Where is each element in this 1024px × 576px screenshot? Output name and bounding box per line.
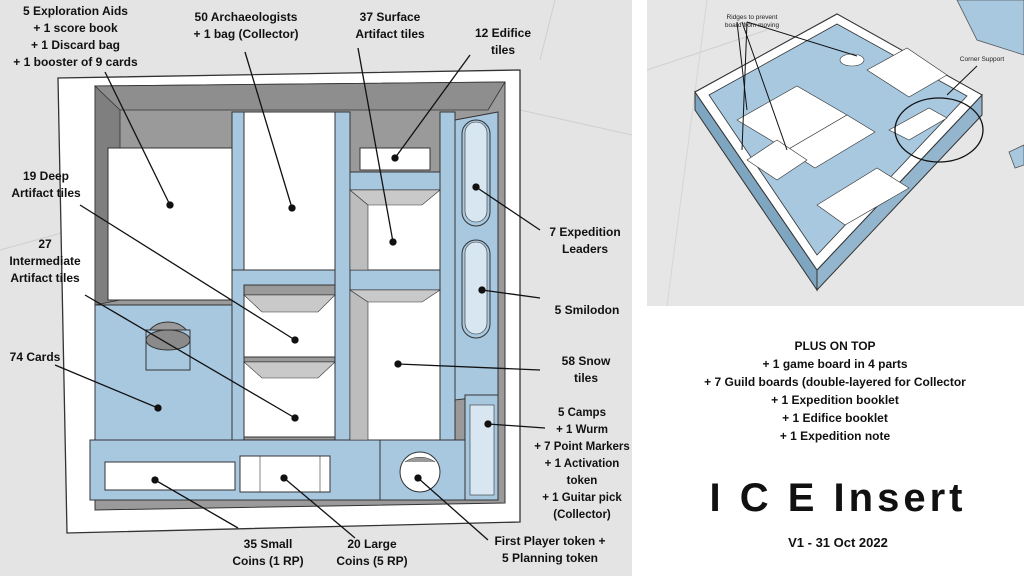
exploration-compartment: [107, 147, 233, 301]
plus-item: + 1 Expedition note: [779, 429, 891, 443]
label-expedition-leaders: 7 Expedition Leaders: [549, 225, 621, 256]
label-snow: 58 Snow tiles: [561, 354, 611, 385]
inset-ridges-note: Ridges to prevent board from moving: [724, 14, 780, 29]
label-edifice: 12 Edifice tiles: [474, 26, 532, 57]
label-intermediate: 27 Intermediate Artifact tiles: [9, 237, 81, 285]
label-exploration: 5 Exploration Aids + 1 score book + 1 Di…: [13, 4, 138, 69]
inset-3d-model: [647, 0, 1024, 306]
label-cards: 74 Cards: [9, 350, 61, 364]
inset-corner-note: Corner Support: [959, 56, 1005, 63]
label-surface: 37 Surface Artifact tiles: [355, 10, 425, 41]
plus-item: + 1 Expedition booklet: [771, 393, 899, 407]
label-deep: 19 Deep Artifact tiles: [11, 169, 81, 200]
label-archaeologists: 50 Archaeologists + 1 bag (Collector): [193, 10, 299, 41]
plus-item: + 1 Edifice booklet: [782, 411, 888, 425]
version-label: V1 - 31 Oct 2022: [788, 535, 888, 550]
label-camps: 5 Camps + 1 Wurm + 7 Point Markers + 1 A…: [534, 407, 630, 521]
label-smilodon: 5 Smilodon: [554, 303, 620, 317]
plus-heading: PLUS ON TOP: [794, 339, 876, 353]
plus-on-top-list: PLUS ON TOP + 1 game board in 4 parts + …: [670, 337, 1000, 445]
plus-item: + 7 Guild boards (double-layered for Col…: [704, 375, 966, 389]
insert-diagram-panel: 5 Exploration Aids + 1 score book + 1 Di…: [0, 0, 632, 576]
inset-perspective-view: Ridges to prevent board from moving Corn…: [647, 0, 1024, 306]
plus-item: + 1 game board in 4 parts: [762, 357, 908, 371]
pointer-lines: [54, 47, 546, 541]
insert-top-view: [0, 0, 632, 541]
page-title: I C E Insert: [709, 476, 967, 520]
label-first-player: First Player token + 5 Planning token: [494, 534, 606, 565]
label-small-coins: 35 Small Coins (1 RP): [232, 537, 304, 568]
label-large-coins: 20 Large Coins (5 RP): [336, 537, 408, 568]
